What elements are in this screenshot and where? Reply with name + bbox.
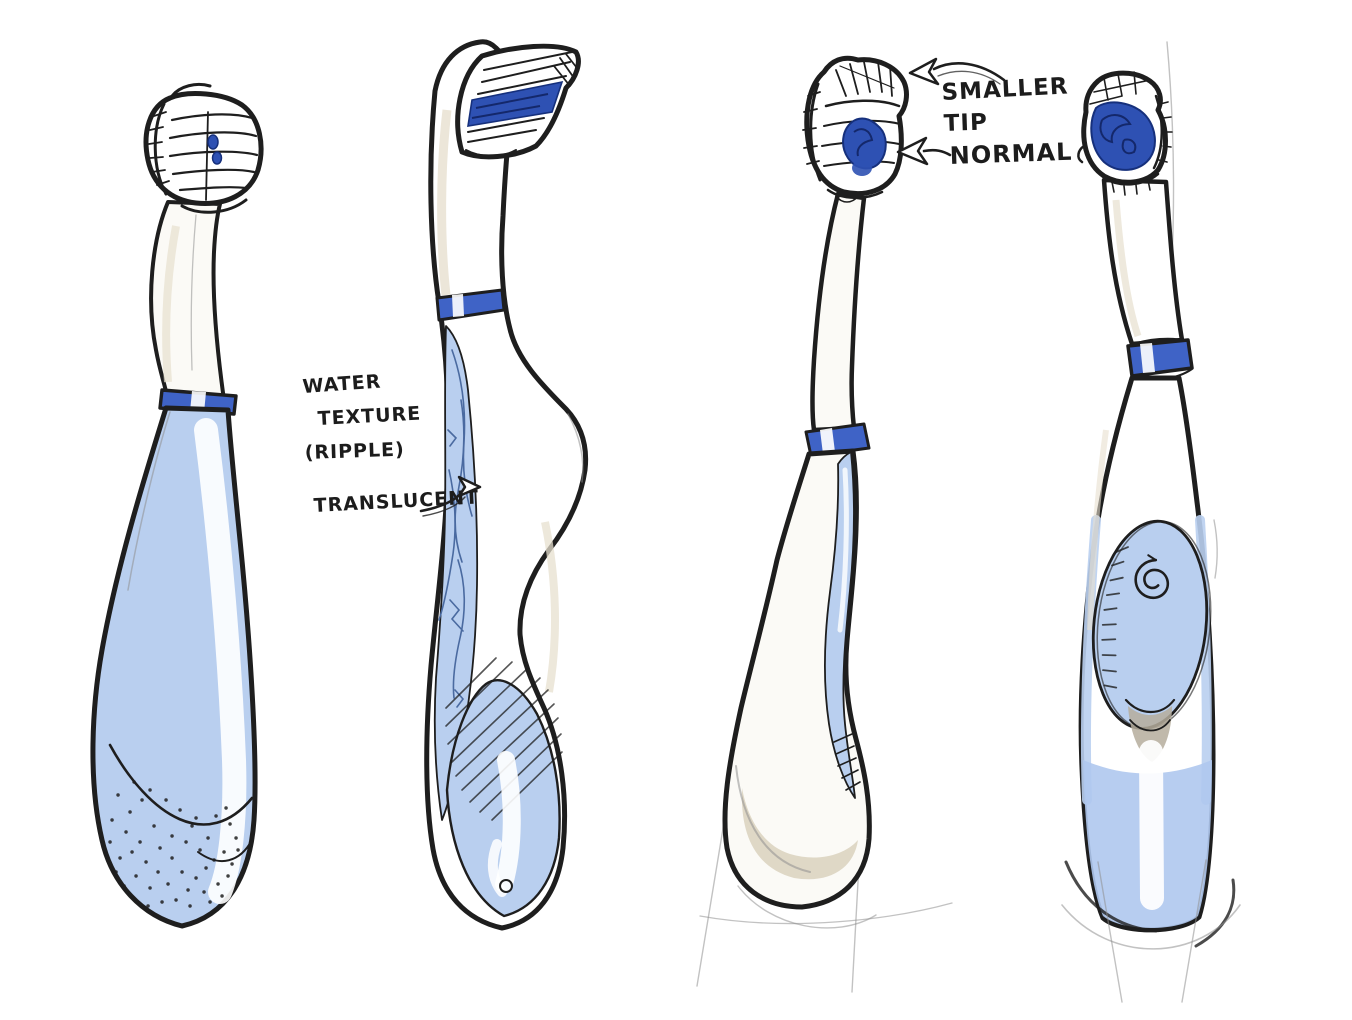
toothbrush-sketch-3 (696, 55, 953, 993)
base-construction-lines (1061, 519, 1241, 1003)
smaller-tip-line-1: SMALLER (941, 73, 1069, 106)
neck (149, 200, 226, 402)
normal-label: NORMAL (949, 138, 1073, 170)
oval-control-panel (1091, 519, 1212, 730)
water-texture-line-2: TEXTURE (317, 403, 422, 430)
brush-head (143, 82, 264, 214)
body-handle (1078, 375, 1216, 933)
ripple-texture-strip (433, 325, 479, 821)
brush-head (455, 43, 581, 160)
annotation-water-texture: WATER TEXTURE (RIPPLE) (302, 371, 422, 464)
grip-teardrop (445, 657, 563, 918)
spiral-power-icon (1134, 554, 1170, 600)
collar-band (1126, 337, 1194, 381)
body-pear (722, 448, 872, 910)
brush-head (1077, 70, 1173, 196)
bristle-face (1090, 101, 1156, 171)
annotation-normal: NORMAL (896, 136, 1073, 170)
bristle-tuft-dots (207, 134, 223, 165)
arrow-to-normal-bristles (896, 136, 952, 166)
toothbrush-sketch-4 (1061, 41, 1241, 1003)
water-texture-line-1: WATER (302, 371, 382, 398)
collar-band (804, 422, 871, 458)
arrow-to-translucent-area (419, 475, 482, 517)
smaller-tip-line-2: TIP (943, 109, 988, 137)
neck (1101, 177, 1185, 347)
annotation-smaller-tip: SMALLER TIP (908, 57, 1069, 137)
panel-edge-hatch (1101, 546, 1129, 689)
stipple-texture (108, 780, 240, 908)
water-texture-line-3: (RIPPLE) (304, 439, 405, 464)
base-construction-lines (696, 767, 953, 993)
toothbrush-sketch-1 (90, 82, 264, 929)
smaller-tip-bristles (835, 61, 895, 97)
ripple-lines (438, 349, 473, 708)
toothbrush-sketch-2 (424, 39, 589, 931)
translucent-blue-strip (824, 451, 861, 799)
body-grip (90, 405, 258, 929)
normal-bristle-tuft (842, 117, 887, 176)
brush-head (802, 55, 909, 203)
collar-band (435, 288, 506, 322)
button-detail (499, 879, 513, 893)
arrow-to-smaller-tip (908, 57, 1006, 86)
neck (810, 191, 867, 433)
